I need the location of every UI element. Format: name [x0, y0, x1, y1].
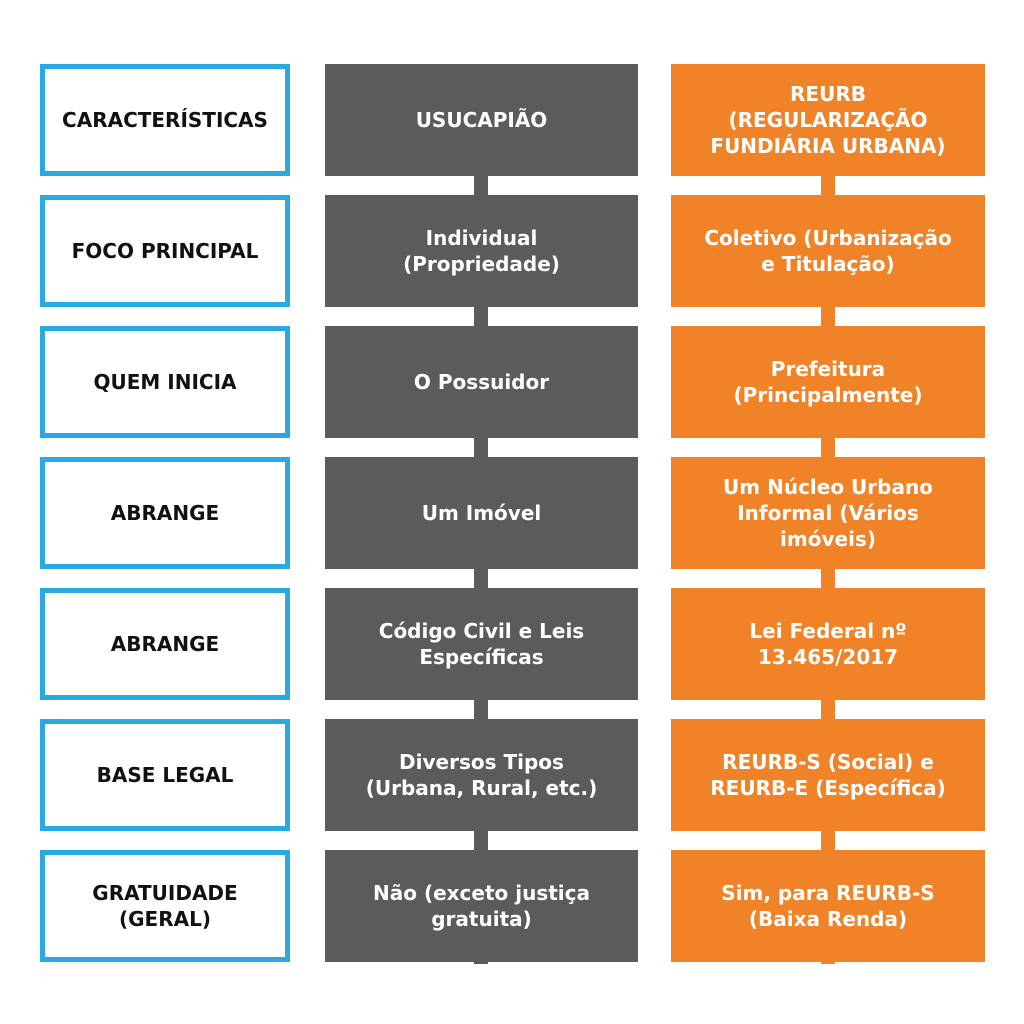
usucapiao-text-3: O Possuidor — [413, 370, 550, 394]
usucapiao-text-6: Diversos Tipos (Urbana, Rural, etc.) — [365, 750, 598, 800]
reurb-box-7: Sim, para REURB-S (Baixa Renda) — [671, 850, 985, 962]
label-text-1: CARACTERÍSTICAS — [62, 108, 268, 132]
label-box-6: BASE LEGAL — [40, 719, 290, 831]
reurb-text-3: Prefeitura (Principalmente) — [733, 357, 923, 407]
usucapiao-box-2: Individual (Propriedade) — [325, 195, 638, 307]
label-text-4: ABRANGE — [110, 501, 220, 525]
reurb-box-3: Prefeitura (Principalmente) — [671, 326, 985, 438]
usucapiao-box-5: Código Civil e Leis Específicas — [325, 588, 638, 700]
label-text-5: ABRANGE — [110, 632, 220, 656]
usucapiao-text-5: Código Civil e Leis Específicas — [378, 619, 585, 669]
usucapiao-box-6: Diversos Tipos (Urbana, Rural, etc.) — [325, 719, 638, 831]
label-text-3: QUEM INICIA — [93, 370, 237, 394]
reurb-text-1: REURB (REGULARIZAÇÃO FUNDIÁRIA URBANA) — [710, 82, 946, 158]
usucapiao-box-1: USUCAPIÃO — [325, 64, 638, 176]
usucapiao-text-2: Individual (Propriedade) — [403, 226, 560, 276]
reurb-text-2: Coletivo (Urbanização e Titulação) — [704, 226, 952, 276]
label-box-7: GRATUIDADE (GERAL) — [40, 850, 290, 962]
usucapiao-box-3: O Possuidor — [325, 326, 638, 438]
usucapiao-text-1: USUCAPIÃO — [415, 108, 548, 132]
reurb-text-4: Um Núcleo Urbano Informal (Vários imóvei… — [723, 475, 933, 551]
reurb-box-5: Lei Federal nº 13.465/2017 — [671, 588, 985, 700]
reurb-text-6: REURB-S (Social) e REURB-E (Específica) — [710, 750, 946, 800]
usucapiao-box-7: Não (exceto justiça gratuita) — [325, 850, 638, 962]
usucapiao-text-4: Um Imóvel — [421, 501, 542, 525]
label-box-2: FOCO PRINCIPAL — [40, 195, 290, 307]
reurb-box-1: REURB (REGULARIZAÇÃO FUNDIÁRIA URBANA) — [671, 64, 985, 176]
reurb-text-7: Sim, para REURB-S (Baixa Renda) — [721, 881, 935, 931]
label-text-7: GRATUIDADE (GERAL) — [92, 881, 238, 931]
label-box-4: ABRANGE — [40, 457, 290, 569]
usucapiao-box-4: Um Imóvel — [325, 457, 638, 569]
reurb-box-2: Coletivo (Urbanização e Titulação) — [671, 195, 985, 307]
reurb-box-4: Um Núcleo Urbano Informal (Vários imóvei… — [671, 457, 985, 569]
label-box-3: QUEM INICIA — [40, 326, 290, 438]
label-box-1: CARACTERÍSTICAS — [40, 64, 290, 176]
reurb-box-6: REURB-S (Social) e REURB-E (Específica) — [671, 719, 985, 831]
usucapiao-text-7: Não (exceto justiça gratuita) — [373, 881, 590, 931]
label-box-5: ABRANGE — [40, 588, 290, 700]
label-text-6: BASE LEGAL — [96, 763, 234, 787]
label-text-2: FOCO PRINCIPAL — [71, 239, 259, 263]
reurb-text-5: Lei Federal nº 13.465/2017 — [749, 619, 907, 669]
